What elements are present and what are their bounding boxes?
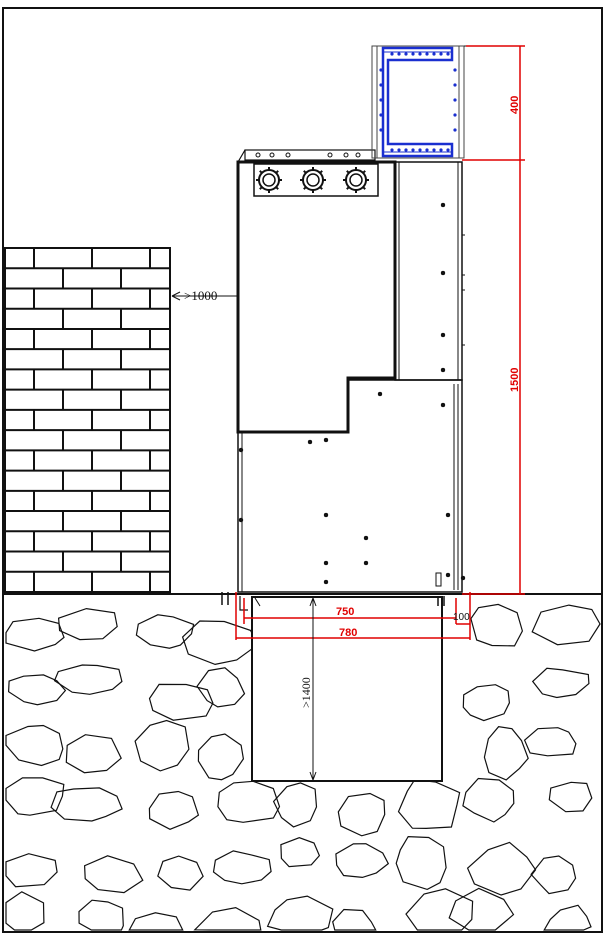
cable-tray-box bbox=[371, 45, 480, 159]
cabinet bbox=[221, 149, 466, 611]
side-panel-upper bbox=[394, 161, 463, 381]
indicator-slot bbox=[435, 572, 442, 587]
ground-stones bbox=[5, 603, 601, 931]
dimension-widths bbox=[235, 592, 471, 640]
dimension-wall-clearance: >1000 bbox=[171, 288, 238, 303]
dimension-label-side-gap: 100 bbox=[453, 612, 470, 623]
dimension-pit-depth bbox=[309, 597, 317, 781]
foundation-pit bbox=[251, 596, 443, 782]
dimension-label-top-box-height: 400 bbox=[509, 96, 521, 114]
cabinet-upper-section bbox=[236, 160, 397, 434]
dimension-label-cabinet-height: 1500 bbox=[509, 368, 521, 392]
dimension-label-wall-clearance: >1000 bbox=[184, 288, 217, 303]
brick-wall bbox=[4, 247, 171, 593]
dimension-label-pit-depth: >1400 bbox=[299, 677, 313, 708]
dimension-label-outer-width: 780 bbox=[339, 627, 357, 639]
cabinet-lower-section bbox=[237, 379, 463, 593]
dimension-top-box-height bbox=[462, 45, 525, 161]
bushing-panel bbox=[253, 163, 379, 197]
cabinet-top-plate bbox=[244, 149, 376, 161]
drawing-border bbox=[2, 7, 603, 933]
dimension-label-inner-width: 750 bbox=[336, 606, 354, 618]
dimension-cabinet-height bbox=[462, 160, 525, 595]
